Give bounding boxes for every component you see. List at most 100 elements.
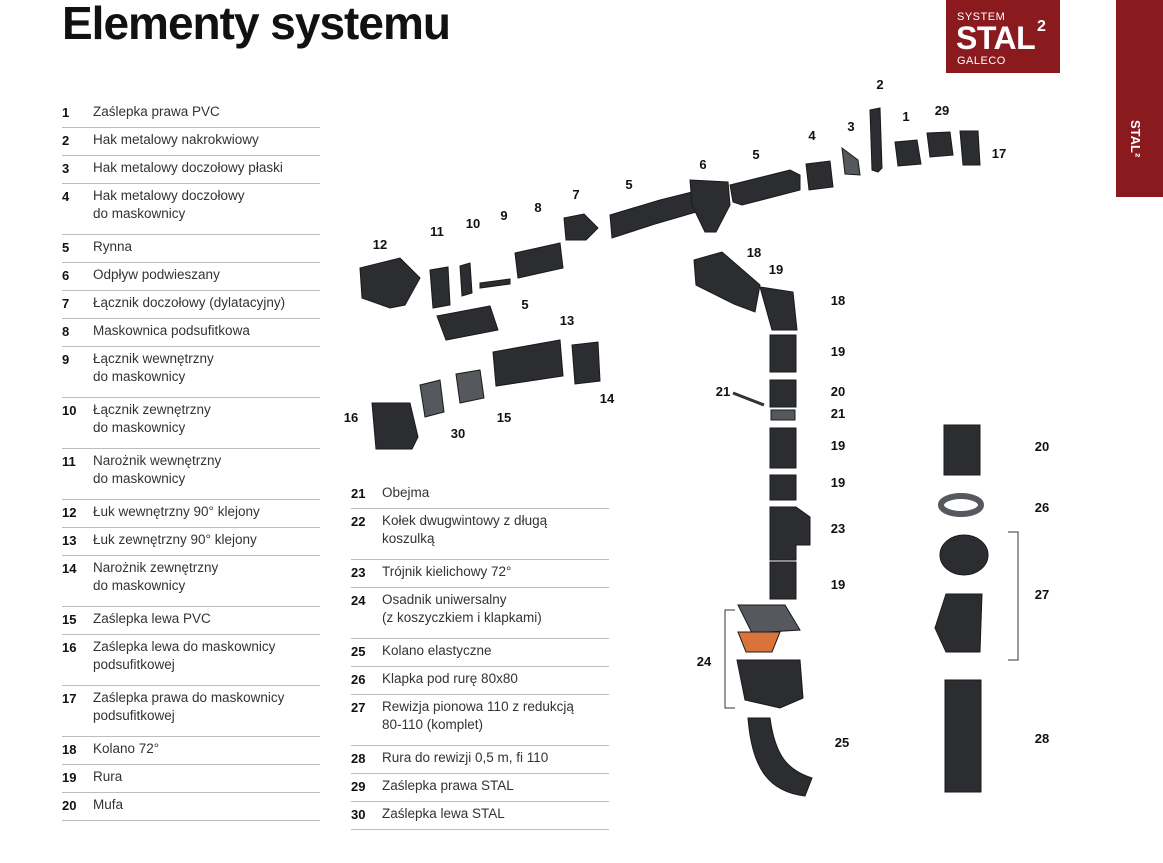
callout-26: 26 <box>1035 500 1049 515</box>
callout-25: 25 <box>835 735 849 750</box>
item-label: Rynna <box>93 239 133 254</box>
callout-21: 21 <box>831 406 845 421</box>
endcap-part <box>455 369 485 404</box>
side-tab[interactable]: STAL² <box>1116 0 1163 197</box>
list-item: 28 Rura do rewizji 0,5 m, fi 110 <box>351 746 609 774</box>
item-label: Hak metalowy doczołowy płaski <box>93 160 283 175</box>
item-label: Klapka pod rurę 80x80 <box>382 671 518 686</box>
item-label: Kolano elastyczne <box>382 643 492 658</box>
item-number: 21 <box>351 486 366 501</box>
item-number: 15 <box>62 612 77 627</box>
joint-part <box>563 213 599 241</box>
corner-part <box>429 266 451 309</box>
callout-8: 8 <box>534 200 541 215</box>
item-label: Kolano 72° <box>93 741 160 756</box>
callout-20: 20 <box>1035 439 1049 454</box>
bracket-24 <box>724 609 735 709</box>
item-number: 11 <box>62 454 76 469</box>
logo-galeco-text: GALECO <box>957 55 1006 67</box>
callout-19: 19 <box>831 577 845 592</box>
callout-3: 3 <box>847 119 854 134</box>
callout-2: 2 <box>876 77 883 92</box>
gutter-part <box>729 169 801 206</box>
item-number: 28 <box>351 751 366 766</box>
callout-21: 21 <box>716 384 730 399</box>
callout-1: 1 <box>902 109 909 124</box>
pipe-part <box>769 427 797 469</box>
endcap-part <box>371 402 419 450</box>
item-label: Zaślepka lewa STAL <box>382 806 505 821</box>
callout-11: 11 <box>430 224 444 239</box>
callout-27: 27 <box>1035 587 1049 602</box>
item-label: Rura do rewizji 0,5 m, fi 110 <box>382 750 549 765</box>
item-number: 20 <box>62 798 77 813</box>
callout-23: 23 <box>831 521 845 536</box>
item-number: 27 <box>351 700 366 715</box>
item-number: 3 <box>62 161 70 176</box>
reducer-part <box>939 534 989 576</box>
inspection-pipe-part <box>944 679 982 793</box>
item-label: Zaślepka lewa do maskownicy podsufitkowe… <box>93 639 276 672</box>
gully-body-part <box>736 659 804 709</box>
hook-part <box>841 146 861 176</box>
gutter-part <box>609 189 704 239</box>
callout-19: 19 <box>831 344 845 359</box>
endcap-part <box>926 131 954 158</box>
callout-18: 18 <box>831 293 845 308</box>
callout-5: 5 <box>625 177 632 192</box>
socket-part <box>769 379 797 408</box>
item-label: Rura <box>93 769 123 784</box>
item-number: 7 <box>62 296 70 311</box>
item-label: Łuk zewnętrzny 90° klejony <box>93 532 257 547</box>
list-item: 16 Zaślepka lewa do maskownicy podsufitko… <box>62 635 320 686</box>
list-item: 24 Osadnik uniwersalny (z koszyczkiem i k… <box>351 588 609 639</box>
item-number: 6 <box>62 268 70 283</box>
flap-part <box>938 493 984 517</box>
list-item: 21 Obejma <box>351 481 609 509</box>
callout-9: 9 <box>500 208 507 223</box>
logo-system-text: SYSTEM <box>957 11 1006 23</box>
bracket-27 <box>1008 531 1019 661</box>
item-label: Obejma <box>382 485 430 500</box>
item-number: 24 <box>351 593 366 608</box>
item-label: Osadnik uniwersalny (z koszyczkiem i kla… <box>382 592 542 625</box>
item-label: Zaślepka prawa PVC <box>93 104 220 119</box>
item-number: 16 <box>62 640 77 655</box>
callout-20: 20 <box>831 384 845 399</box>
item-number: 4 <box>62 189 70 204</box>
elbow-part <box>693 251 761 313</box>
callout-7: 7 <box>572 187 579 202</box>
endcap-part <box>419 379 445 418</box>
endcap-part <box>894 139 922 167</box>
item-label: Narożnik zewnętrzny do maskownicy <box>93 560 219 593</box>
callout-14: 14 <box>600 391 615 406</box>
callout-28: 28 <box>1035 731 1049 746</box>
item-number: 17 <box>62 691 77 706</box>
item-number: 10 <box>62 403 77 418</box>
dowel-part <box>732 391 765 407</box>
elbow-part <box>759 286 798 331</box>
item-number: 19 <box>62 770 77 785</box>
item-number: 5 <box>62 240 70 255</box>
item-label: Mufa <box>93 797 124 812</box>
item-number: 26 <box>351 672 366 687</box>
callout-5: 5 <box>752 147 759 162</box>
diagram-brackets <box>724 531 1019 709</box>
outlet-part <box>689 179 731 233</box>
callout-4: 4 <box>808 128 816 143</box>
hook-part <box>805 160 834 191</box>
item-number: 22 <box>351 514 366 529</box>
item-label: Maskownica podsufitkowa <box>93 323 250 338</box>
